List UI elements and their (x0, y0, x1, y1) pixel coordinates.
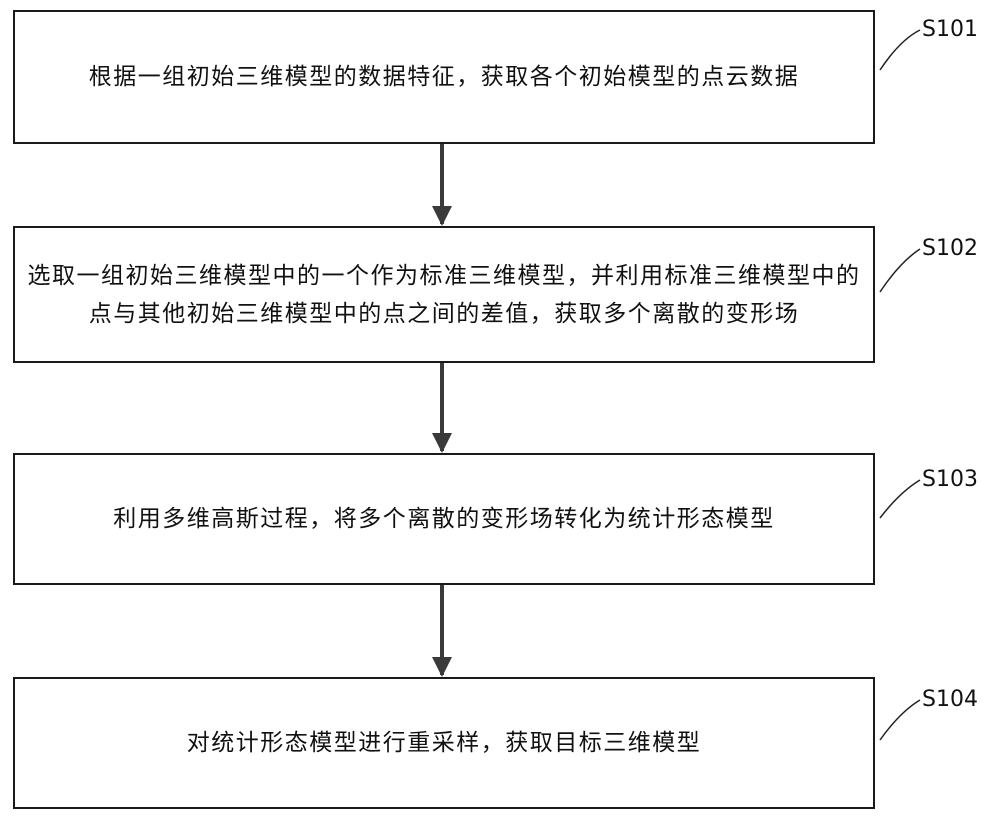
step-text-s103: 利用多维高斯过程，将多个离散的变形场转化为统计形态模型 (113, 506, 775, 532)
step-box-s104: 对统计形态模型进行重采样，获取目标三维模型 (13, 677, 875, 809)
leader-line-s103 (879, 479, 921, 519)
step-label-s103: S103 (922, 467, 978, 492)
leader-line-s102 (879, 248, 921, 293)
step-box-s103: 利用多维高斯过程，将多个离散的变形场转化为统计形态模型 (13, 453, 875, 585)
step-label-s102: S102 (922, 236, 978, 261)
step-label-s104: S104 (922, 687, 978, 712)
step-text-s104: 对统计形态模型进行重采样，获取目标三维模型 (186, 730, 702, 756)
leader-line-s104 (879, 699, 921, 741)
step-label-s101: S101 (922, 17, 978, 42)
leader-line-s101 (879, 29, 921, 71)
step-text-s101: 根据一组初始三维模型的数据特征，获取各个初始模型的点云数据 (88, 64, 800, 90)
step-text-s102: 选取一组初始三维模型中的一个作为标准三维模型，并利用标准三维模型中的点与其他初始… (27, 262, 861, 327)
step-box-s101: 根据一组初始三维模型的数据特征，获取各个初始模型的点云数据 (13, 10, 875, 144)
step-box-s102: 选取一组初始三维模型中的一个作为标准三维模型，并利用标准三维模型中的点与其他初始… (13, 226, 875, 363)
